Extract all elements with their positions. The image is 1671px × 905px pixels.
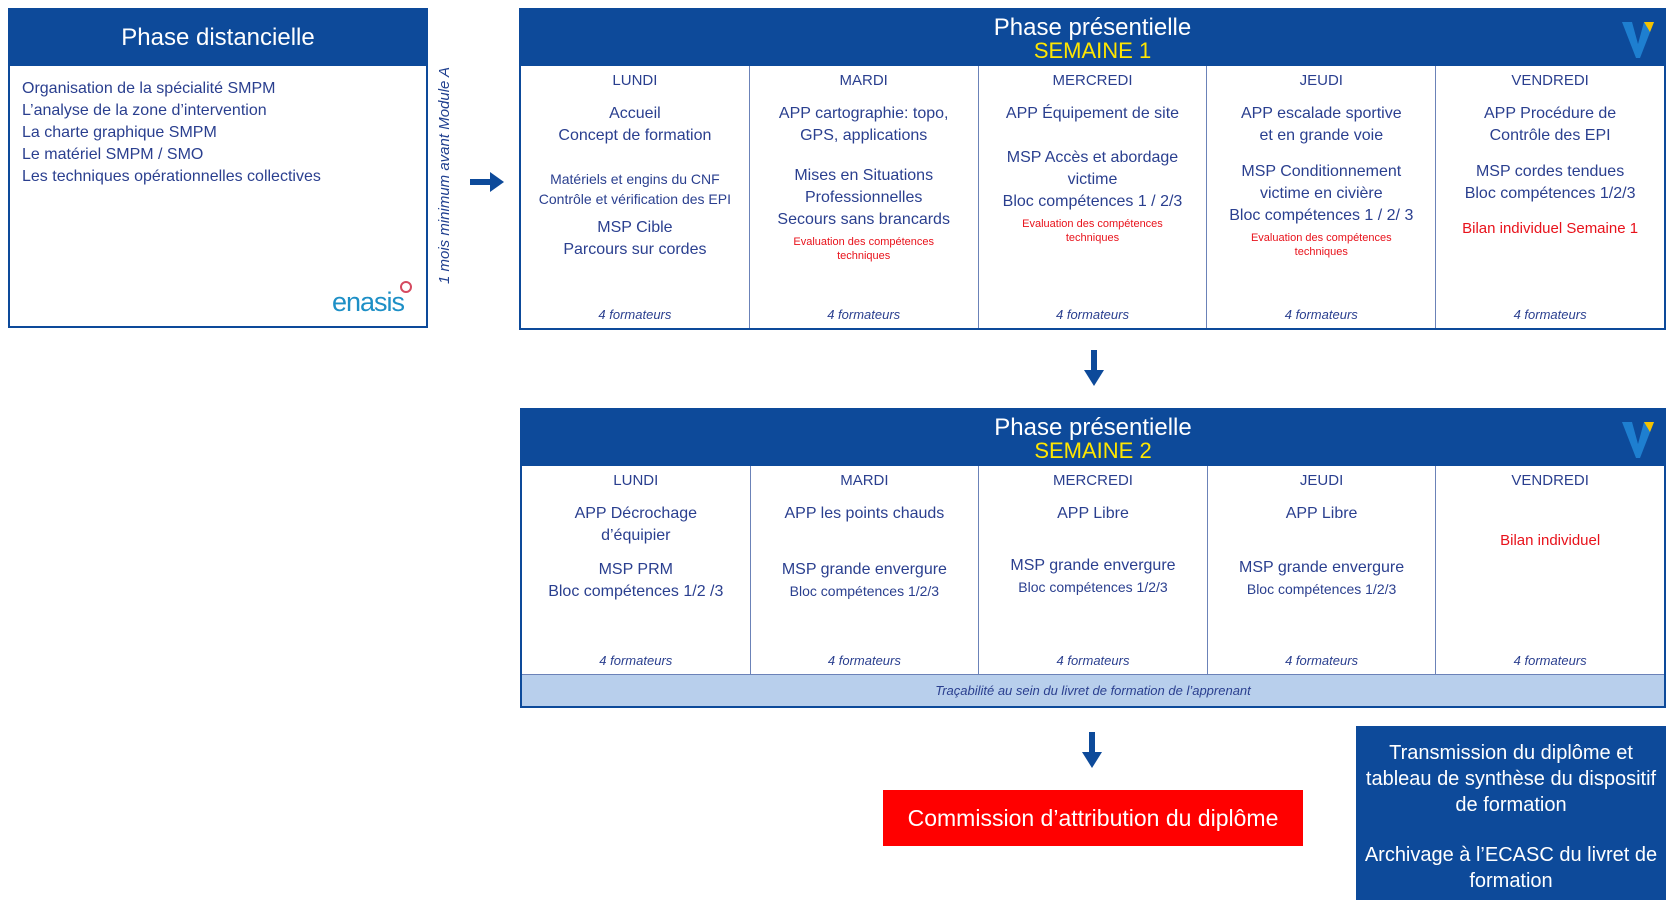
day-name: MERCREDI: [1052, 472, 1133, 489]
ecasc-logo-icon: [1622, 22, 1654, 58]
day-activity: APP escalade sportive et en grande voie: [1240, 105, 1402, 144]
week2-day-jeudi: JEUDI APP Libre MSP grande envergure Blo…: [1208, 466, 1437, 674]
week1-day-lundi: LUNDI Accueil Concept de formation Matér…: [521, 66, 750, 328]
transmission-box: Transmission du diplôme et tableau de sy…: [1356, 726, 1666, 900]
delay-label: 1 mois minimum avant Module A: [430, 40, 460, 310]
week1-day-mardi: MARDI APP cartographie: topo, GPS, appli…: [750, 66, 979, 328]
skills-block: Bloc compétences 1/2/3: [789, 583, 940, 599]
trainers-count: 4 formateurs: [1513, 307, 1587, 322]
trainers-count: 4 formateurs: [1284, 307, 1358, 322]
distance-topic: Organisation de la spécialité SMPM: [22, 80, 276, 97]
week2-day-lundi: LUNDI APP Décrochage d’équipier MSP PRM …: [522, 466, 751, 674]
day-activity: APP Libre: [1285, 505, 1358, 522]
enasis-logo-mark: [400, 281, 412, 293]
day-name: JEUDI: [1299, 72, 1343, 89]
day-activity: APP cartographie: topo, GPS, application…: [778, 105, 949, 144]
week1-title: Phase présentielle: [993, 14, 1192, 41]
day-name: LUNDI: [613, 472, 659, 489]
day-activity: APP Procédure de Contrôle des EPI: [1483, 105, 1617, 144]
trainers-count: 4 formateurs: [1285, 653, 1359, 668]
day-activity: APP Équipement de site: [1005, 105, 1180, 122]
day-activity-detail: Matériels et engins du CNF Contrôle et v…: [538, 171, 731, 207]
enasis-logo: enasis: [331, 281, 412, 318]
trainers-count: 4 formateurs: [1513, 653, 1587, 668]
week1-day-jeudi: JEUDI APP escalade sportive et en grande…: [1207, 66, 1437, 328]
trainers-count: 4 formateurs: [1056, 307, 1129, 322]
week1-box: Phase présentielle SEMAINE 1 LUNDI Accue…: [519, 8, 1666, 330]
week1-day-mercredi: MERCREDI APP Équipement de site MSP Accè…: [979, 66, 1208, 328]
distance-phase-title: Phase distancielle: [10, 10, 426, 66]
day-name: MARDI: [840, 472, 889, 489]
trainers-count: 4 formateurs: [598, 307, 672, 322]
day-activity: APP les points chauds: [784, 505, 945, 522]
delay-label-text: 1 mois minimum avant Module A: [436, 66, 454, 284]
day-activity: Accueil Concept de formation: [558, 105, 712, 144]
week2-day-mardi: MARDI APP les points chauds MSP grande e…: [751, 466, 980, 674]
day-activity: MSP grande envergure: [1239, 559, 1405, 576]
archiving-text: Archivage à l’ECASC du livret de formati…: [1364, 844, 1658, 892]
trainers-count: 4 formateurs: [827, 307, 901, 322]
distance-phase-box: Phase distancielle Organisation de la sp…: [8, 8, 428, 328]
week2-title: Phase présentielle: [994, 414, 1192, 441]
week1-days: LUNDI Accueil Concept de formation Matér…: [521, 66, 1664, 328]
week2-header: Phase présentielle SEMAINE 2: [522, 410, 1664, 466]
day-activity: MSP grande envergure: [781, 561, 947, 578]
day-name: JEUDI: [1299, 472, 1344, 489]
week1-day-vendredi: VENDREDI APP Procédure de Contrôle des E…: [1436, 66, 1664, 328]
trainers-count: 4 formateurs: [599, 653, 673, 668]
day-activity: MSP Cible Parcours sur cordes: [563, 219, 707, 258]
week2-day-vendredi: VENDREDI Bilan individuel 4 formateurs: [1436, 466, 1664, 674]
skills-block: Bloc compétences 1/2/3: [1018, 579, 1168, 595]
distance-topics-list: Organisation de la spécialité SMPM L’ana…: [10, 66, 426, 200]
distance-topic: La charte graphique SMPM: [22, 124, 217, 141]
individual-review: Bilan individuel: [1500, 532, 1601, 549]
diploma-commission-box: Commission d’attribution du diplôme: [883, 790, 1303, 846]
week1-header: Phase présentielle SEMAINE 1: [521, 10, 1664, 66]
day-activity: MSP Accès et abordage victime Bloc compé…: [1002, 149, 1183, 210]
trainers-count: 4 formateurs: [827, 653, 901, 668]
distance-topic: Le matériel SMPM / SMO: [22, 146, 204, 163]
week1-subtitle: SEMAINE 1: [1033, 38, 1152, 63]
enasis-logo-text: enasis: [331, 287, 405, 317]
trainers-count: 4 formateurs: [1056, 653, 1130, 668]
day-name: MERCREDI: [1052, 72, 1133, 89]
day-name: VENDREDI: [1511, 472, 1589, 489]
transmission-text: Transmission du diplôme et tableau de sy…: [1365, 742, 1657, 816]
week2-subtitle: SEMAINE 2: [1034, 438, 1152, 463]
ecasc-logo-icon: [1622, 422, 1654, 458]
day-activity: APP Décrochage d’équipier: [574, 505, 698, 544]
evaluation-note: Evaluation des compétences techniques: [1022, 218, 1163, 244]
week2-day-mercredi: MERCREDI APP Libre MSP grande envergure …: [979, 466, 1208, 674]
distance-topic: L’analyse de la zone d’intervention: [22, 102, 267, 119]
arrow-down-icon: [1084, 350, 1104, 386]
day-activity: APP Libre: [1057, 505, 1129, 522]
skills-block: Bloc compétences 1/2/3: [1246, 581, 1397, 597]
day-activity: MSP PRM Bloc compétences 1/2 /3: [548, 561, 724, 600]
week2-box: Phase présentielle SEMAINE 2 LUNDI APP D…: [520, 408, 1666, 708]
individual-review: Bilan individuel Semaine 1: [1462, 220, 1639, 237]
traceability-bar: Traçabilité au sein du livret de formati…: [522, 674, 1664, 706]
arrow-down-icon: [1082, 732, 1102, 768]
day-name: MARDI: [839, 72, 888, 89]
day-name: VENDREDI: [1511, 72, 1589, 89]
arrow-right-icon: [470, 172, 504, 192]
evaluation-note: Evaluation des compétences techniques: [1250, 232, 1392, 258]
day-activity: MSP cordes tendues Bloc compétences 1/2/…: [1464, 163, 1636, 202]
day-name: LUNDI: [612, 72, 658, 89]
day-activity: MSP Conditionnement victime en civière B…: [1229, 163, 1414, 224]
day-activity: MSP grande envergure: [1010, 557, 1176, 574]
distance-topic: Les techniques opérationnelles collectiv…: [22, 168, 321, 185]
day-activity: Mises en Situations Professionnelles Sec…: [777, 167, 950, 228]
week2-days: LUNDI APP Décrochage d’équipier MSP PRM …: [522, 466, 1664, 674]
evaluation-note: Evaluation des compétences techniques: [793, 236, 935, 262]
